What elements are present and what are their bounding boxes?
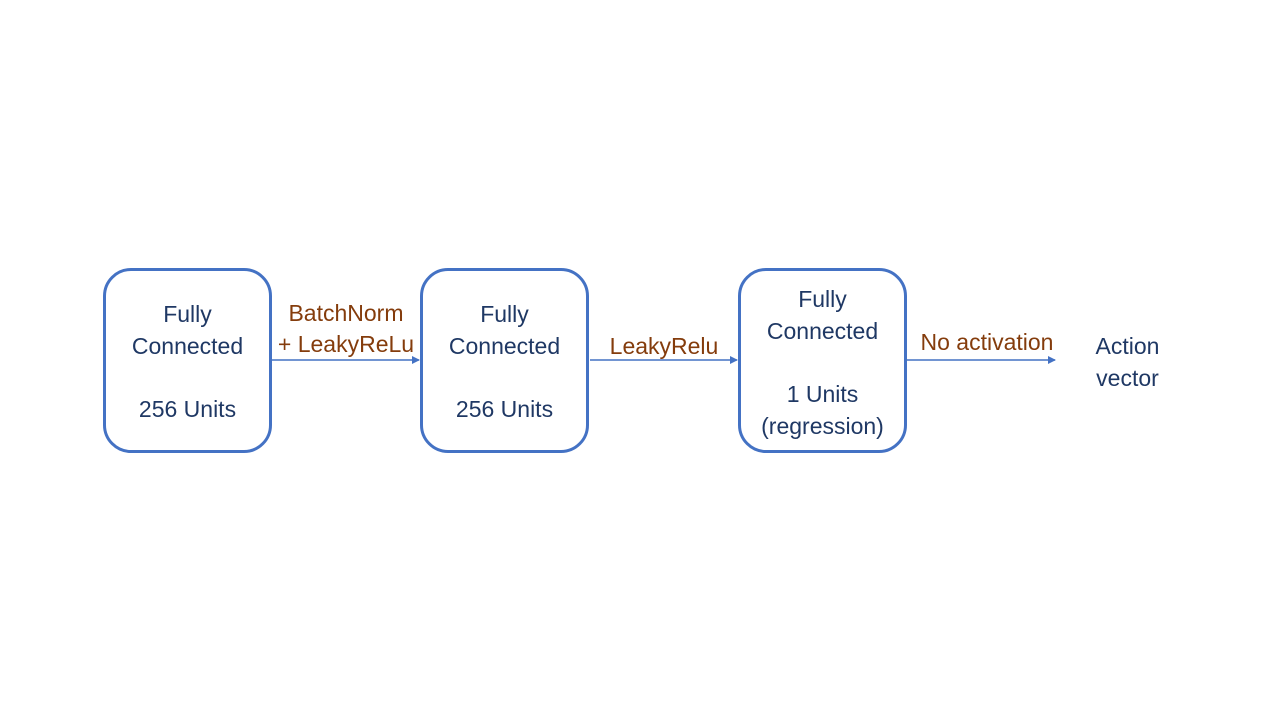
edge-label-2-line-1: LeakyRelu xyxy=(609,333,719,359)
node-3-line-2: Connected xyxy=(766,317,879,344)
edge-label-1-line-1: BatchNorm xyxy=(288,300,404,326)
output-label: Action vector xyxy=(1080,331,1175,394)
node-1-line-1: Fully xyxy=(163,301,212,327)
fully-connected-node-1: Fully Connected 256 Units xyxy=(103,268,272,453)
fully-connected-node-3: Fully Connected 1 Units (regression) xyxy=(738,268,907,453)
node-1-line-2: Connected xyxy=(131,332,244,359)
node-1-units: 256 Units xyxy=(138,396,237,422)
edge-label-1-line-2: + LeakyReLu xyxy=(277,331,415,357)
node-3-line-1: Fully xyxy=(798,286,847,312)
edge-label-3: No activation xyxy=(906,327,1068,358)
node-2-units: 256 Units xyxy=(455,396,554,422)
node-2-line-2: Connected xyxy=(448,332,561,359)
output-line-2: vector xyxy=(1096,364,1159,391)
edge-label-1: BatchNorm + LeakyReLu xyxy=(272,298,420,360)
node-3-note: (regression) xyxy=(761,412,884,439)
edge-label-3-line-1: No activation xyxy=(920,329,1054,355)
node-3-units: 1 Units xyxy=(786,381,859,407)
fully-connected-node-2: Fully Connected 256 Units xyxy=(420,268,589,453)
output-line-1: Action xyxy=(1095,333,1160,359)
edge-label-2: LeakyRelu xyxy=(590,331,738,362)
node-2-line-1: Fully xyxy=(480,301,529,327)
